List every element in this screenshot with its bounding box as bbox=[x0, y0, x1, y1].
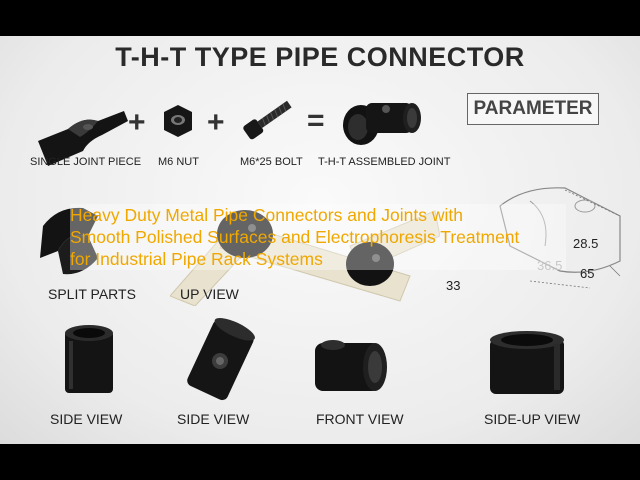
caption-side-view-1: SIDE VIEW bbox=[50, 411, 123, 427]
caption-single-joint-piece: SINGLE JOINT PIECE bbox=[30, 156, 142, 168]
overlay-caption: Heavy Duty Metal Pipe Connectors and Joi… bbox=[70, 204, 566, 270]
dimension-28-5: 28.5 bbox=[573, 236, 599, 251]
caption-side-view-2: SIDE VIEW bbox=[177, 411, 250, 427]
page-title: T-H-T TYPE PIPE CONNECTOR bbox=[115, 42, 525, 72]
m6-nut-image bbox=[164, 105, 192, 137]
up-view-pipes-image bbox=[170, 210, 440, 306]
split-parts-image bbox=[40, 207, 98, 275]
m6-bolt-image bbox=[243, 100, 292, 140]
caption-side-up-view: SIDE-UP VIEW bbox=[484, 411, 581, 427]
caption-front-view: FRONT VIEW bbox=[316, 411, 404, 427]
overlay-line-2: Smooth Polished Surfaces and Electrophor… bbox=[70, 227, 520, 247]
single-joint-piece-image bbox=[38, 111, 128, 166]
dimension-65: 65 bbox=[580, 266, 595, 281]
plus-sign: + bbox=[207, 106, 225, 139]
product-image: T-H-T TYPE PIPE CONNECTOR + + = SIN bbox=[0, 36, 640, 444]
caption-split-parts: SPLIT PARTS bbox=[48, 286, 136, 302]
equals-sign: = bbox=[307, 104, 325, 137]
parameter-box: PARAMETER bbox=[467, 93, 599, 125]
caption-assembled-joint: T-H-T ASSEMBLED JOINT bbox=[318, 156, 451, 168]
caption-m6-nut: M6 NUT bbox=[158, 156, 199, 168]
overlay-line-3: for Industrial Pipe Rack Systems bbox=[70, 249, 323, 269]
assembled-joint-image bbox=[343, 103, 421, 145]
dimension-33: 33 bbox=[446, 278, 461, 293]
caption-up-view: UP VIEW bbox=[180, 286, 239, 302]
side-view-2-image bbox=[187, 318, 255, 401]
plus-sign: + bbox=[128, 106, 146, 139]
overlay-line-1: Heavy Duty Metal Pipe Connectors and Joi… bbox=[70, 205, 463, 225]
caption-m6-bolt: M6*25 BOLT bbox=[240, 156, 303, 168]
dimension-36-5: 36.5 bbox=[537, 258, 563, 273]
front-view-image bbox=[315, 340, 387, 391]
side-up-view-image bbox=[490, 331, 564, 394]
dimension-drawing bbox=[499, 187, 621, 289]
side-view-1-image bbox=[65, 325, 113, 393]
